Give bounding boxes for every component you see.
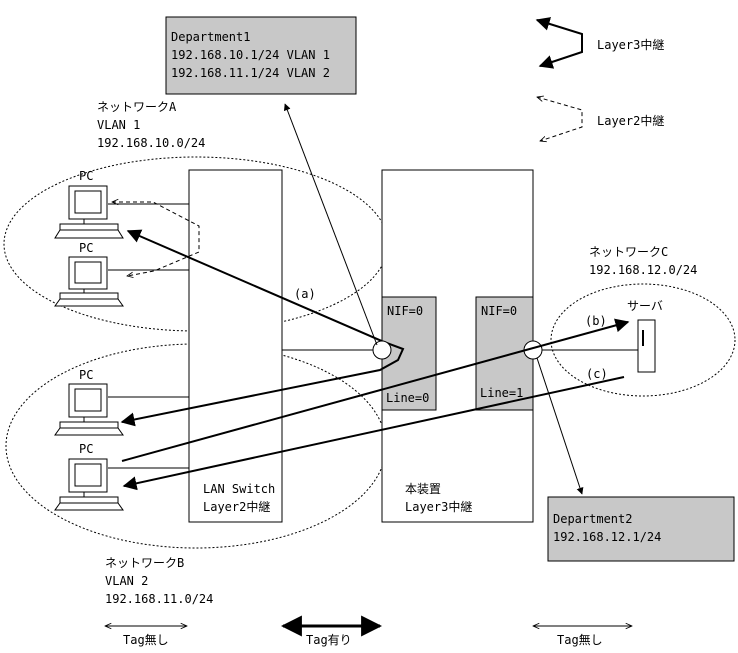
legend-layer2-arrow xyxy=(537,97,583,141)
flow-c-arrow xyxy=(122,376,625,491)
to-department1-arrow xyxy=(283,103,378,346)
department2-box xyxy=(547,496,735,562)
server: サーバ xyxy=(627,299,663,373)
network-b-name: ネットワークB xyxy=(105,556,184,570)
pc-2: PC xyxy=(54,241,124,307)
to-department2-arrow xyxy=(536,357,584,495)
network-a-subnet: 192.168.10.0/24 xyxy=(97,136,205,150)
server-label: サーバ xyxy=(627,299,663,313)
flow-a-label: (a) xyxy=(294,287,316,301)
flow-b-arrow xyxy=(121,318,630,462)
lan-switch xyxy=(188,169,283,523)
flow-a-arrow xyxy=(120,229,405,427)
nif-left-label: NIF=0 xyxy=(387,304,423,318)
pc-1-label: PC xyxy=(79,169,93,183)
flow-c-label: (c) xyxy=(586,367,608,381)
nif-right-label: NIF=0 xyxy=(481,304,517,318)
nif-left-port xyxy=(381,296,437,411)
line-right-label: Line=1 xyxy=(480,386,523,400)
line-left-label: Line=0 xyxy=(386,391,429,405)
network-b-vlan: VLAN 2 xyxy=(105,574,148,588)
untagged-left-label: Tag無し xyxy=(123,632,169,647)
pc-4: PC xyxy=(54,442,124,511)
network-a-name: ネットワークA xyxy=(97,100,177,114)
pc-3: PC xyxy=(54,368,124,436)
department1-name: Department1 xyxy=(171,30,250,44)
network-c-subnet: 192.168.12.0/24 xyxy=(589,263,697,277)
layer2-relay-arrow xyxy=(112,202,200,276)
flow-b-label: (b) xyxy=(585,314,607,328)
network-c-name: ネットワークC xyxy=(589,245,668,259)
router-device-name: 本装置 xyxy=(405,482,441,496)
legend-layer2-label: Layer2中継 xyxy=(597,113,664,128)
department1-ip1: 192.168.10.1/24 VLAN 1 xyxy=(171,48,330,62)
department2-ip: 192.168.12.1/24 xyxy=(553,530,661,544)
legend-layer3-label: Layer3中継 xyxy=(597,37,664,52)
pc-2-label: PC xyxy=(79,241,93,255)
department1-ip2: 192.168.11.1/24 VLAN 2 xyxy=(171,66,330,80)
network-b-subnet: 192.168.11.0/24 xyxy=(105,592,213,606)
legend-layer3-arrow xyxy=(535,17,583,69)
router-device-role: Layer3中継 xyxy=(405,499,472,514)
network-a-vlan: VLAN 1 xyxy=(97,118,140,132)
nif-right-port xyxy=(475,296,534,411)
pc-1: PC xyxy=(54,169,124,239)
lan-switch-role: Layer2中継 xyxy=(203,499,270,514)
department2-name: Department2 xyxy=(553,512,632,526)
tagged-label: Tag有り xyxy=(306,633,352,647)
pc-3-label: PC xyxy=(79,368,93,382)
network-c-area xyxy=(550,283,736,397)
pc-4-label: PC xyxy=(79,442,93,456)
untagged-right-label: Tag無し xyxy=(557,632,603,647)
lan-switch-name: LAN Switch xyxy=(203,482,275,496)
router-port-left xyxy=(372,340,392,360)
department1-box xyxy=(165,16,357,95)
